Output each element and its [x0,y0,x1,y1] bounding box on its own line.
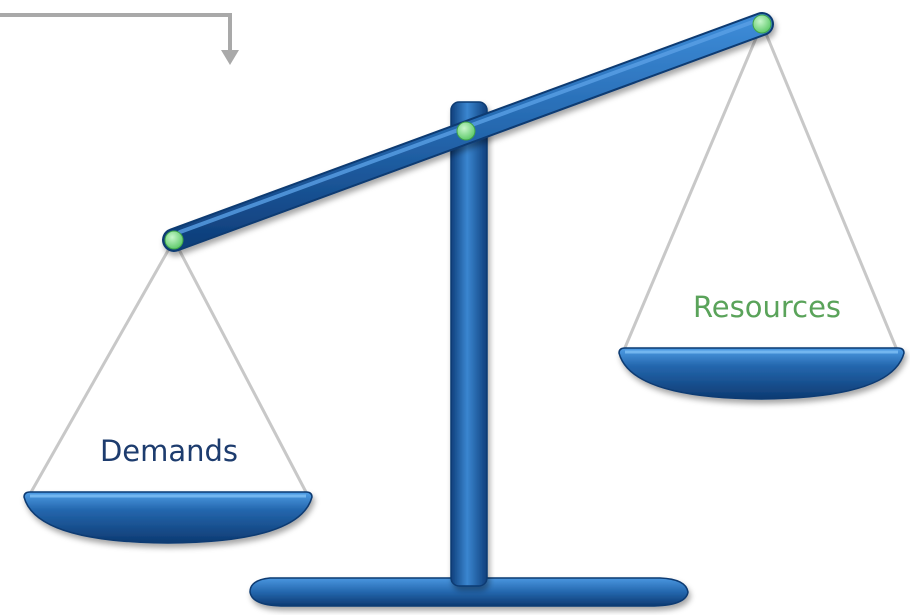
resources-label: Resources [693,290,841,324]
connector-arrow-line [0,13,232,52]
arrow-head-icon [221,50,239,65]
pivot-dot-left [164,230,184,250]
pivot-dot-center [456,121,476,141]
demands-label: Demands [100,434,238,468]
scale-post [450,101,488,587]
right-pan-strings [622,23,899,351]
left-pan [23,491,313,544]
scale-base [249,577,689,607]
left-pan-strings [28,239,309,495]
pivot-dot-right [752,14,772,34]
right-pan [618,347,905,400]
